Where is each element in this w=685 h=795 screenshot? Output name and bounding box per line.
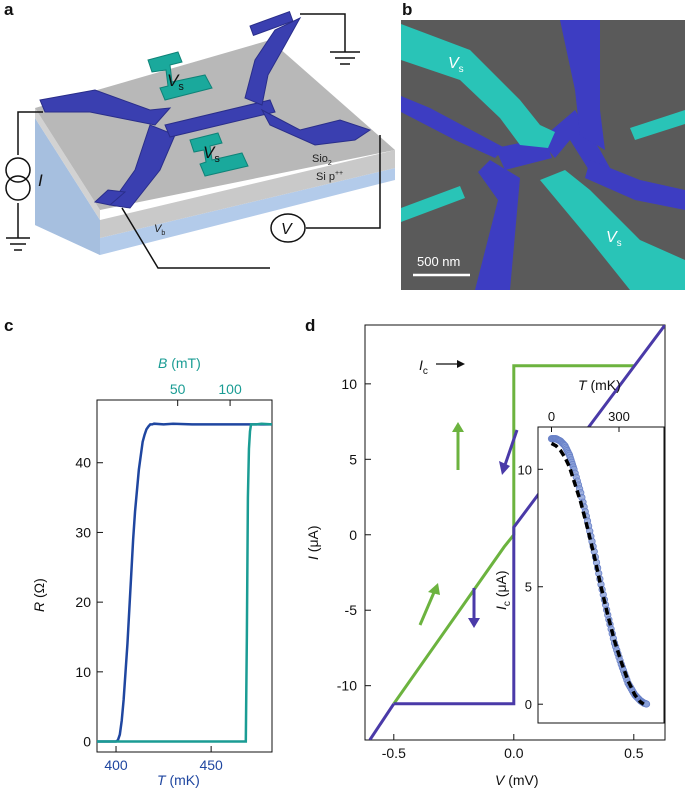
inset-y-tick-label: 10 [518, 462, 532, 477]
inset-ticks: 0 300 0 5 10 [518, 409, 630, 712]
chart-c-y-tick-label: 30 [75, 524, 91, 540]
chart-c-ticks: 400 450 50 100 0 10 20 30 40 [75, 381, 242, 773]
current-label: I [38, 171, 43, 190]
arrow-up-head-icon [452, 422, 464, 432]
chart-c-frame [96, 399, 273, 753]
circuit-wires [6, 13, 381, 269]
sio2-label: Sio2 [312, 153, 332, 167]
sem-vs-bottom-label: Vs [606, 229, 622, 249]
oxide-left [35, 108, 100, 220]
sem-image: Vs Vs 500 nm [401, 20, 685, 290]
inset-fit-line [550, 441, 645, 706]
sip-label: Si p++ [316, 170, 343, 183]
chart-d-y-tick-label: -5 [345, 602, 358, 618]
current-source-icon [5, 157, 31, 201]
voltmeter-icon [270, 213, 306, 243]
chart-c-temperature-line [97, 422, 272, 743]
ic-arrow-head-icon [457, 360, 465, 368]
chart-d-x-tick-label: 0.0 [504, 745, 524, 761]
chart-d-x-axis-label: V (mV) [495, 772, 539, 788]
chart-c-top-tick-label: 50 [170, 381, 186, 397]
gate-electrodes [147, 51, 249, 177]
chart-c-top-axis-label: B (mT) [158, 355, 201, 371]
chart-c-top-tick-label: 100 [218, 381, 242, 397]
sem-vs-top-label: Vs [448, 55, 464, 75]
chart-c-y-tick-label: 0 [83, 734, 91, 750]
panel-letter-c: c [4, 316, 14, 335]
chart-d-y-tick-label: 5 [349, 451, 357, 467]
chart-c-y-axis-label: R (Ω) [31, 578, 47, 612]
vb-label: Vb [154, 223, 165, 237]
chart-c-y-tick-label: 40 [75, 455, 91, 471]
panel-letter-d: d [305, 316, 316, 335]
inset-x-tick-label: 0 [548, 409, 555, 424]
inset-x-tick-label: 300 [608, 409, 630, 424]
oxide-front [100, 150, 395, 238]
chart-d-x-tick-label: -0.5 [382, 745, 406, 761]
vs-top-label: Vs [167, 71, 184, 93]
vs-bottom-label: Vs [203, 143, 220, 165]
chart-d-down-tail-line [368, 702, 396, 740]
voltmeter-label: V [281, 221, 293, 238]
chart-d-y-tick-label: 10 [341, 376, 357, 392]
chart-c-y-tick-label: 20 [75, 594, 91, 610]
ic-label: Ic [419, 357, 428, 377]
chart-d-ticks: -0.5 0.0 0.5 -10 -5 0 5 10 [337, 376, 644, 761]
arrow-up2-head-icon [428, 583, 440, 595]
substrate-left [35, 118, 100, 255]
arrow-down-icon [503, 429, 519, 466]
inset-y-tick-label: 0 [525, 697, 532, 712]
sweep-arrows [418, 360, 519, 628]
arrow-up2-icon [418, 589, 437, 626]
chart-d-frame [364, 324, 666, 741]
chart-d-y-tick-label: 0 [349, 527, 357, 543]
panel-letter-a: a [4, 0, 14, 19]
chart-c-bottom-axis-label: T (mK) [157, 772, 200, 788]
arrow-down-head-icon [499, 461, 510, 475]
chart-d-y-axis-label: I (μA) [305, 525, 321, 560]
electrodes [39, 10, 372, 209]
scale-bar-label: 500 nm [417, 254, 460, 269]
chart-c-y-tick-label: 10 [75, 664, 91, 680]
inset-y-axis-label: Ic (μA) [493, 570, 513, 610]
device-schematic: Vs Vs Sio2 Si p++ Vb I V [5, 10, 395, 269]
inset-y-tick-label: 5 [525, 580, 532, 595]
chart-d-x-tick-label: 0.5 [624, 745, 644, 761]
inset-data-point [642, 700, 651, 708]
inset-x-axis-label: T (mK) [578, 377, 621, 393]
chart-c-field-line [97, 422, 273, 743]
chart-c-bottom-tick-label: 400 [104, 757, 128, 773]
panel-letter-b: b [402, 0, 413, 19]
chart-c-bottom-tick-label: 450 [199, 757, 223, 773]
substrate-side [35, 168, 395, 255]
sem-gates [401, 24, 685, 290]
arrow-down2-head-icon [468, 618, 480, 628]
sem-electrodes [401, 20, 685, 290]
chart-d-y-tick-label: -10 [337, 678, 357, 694]
